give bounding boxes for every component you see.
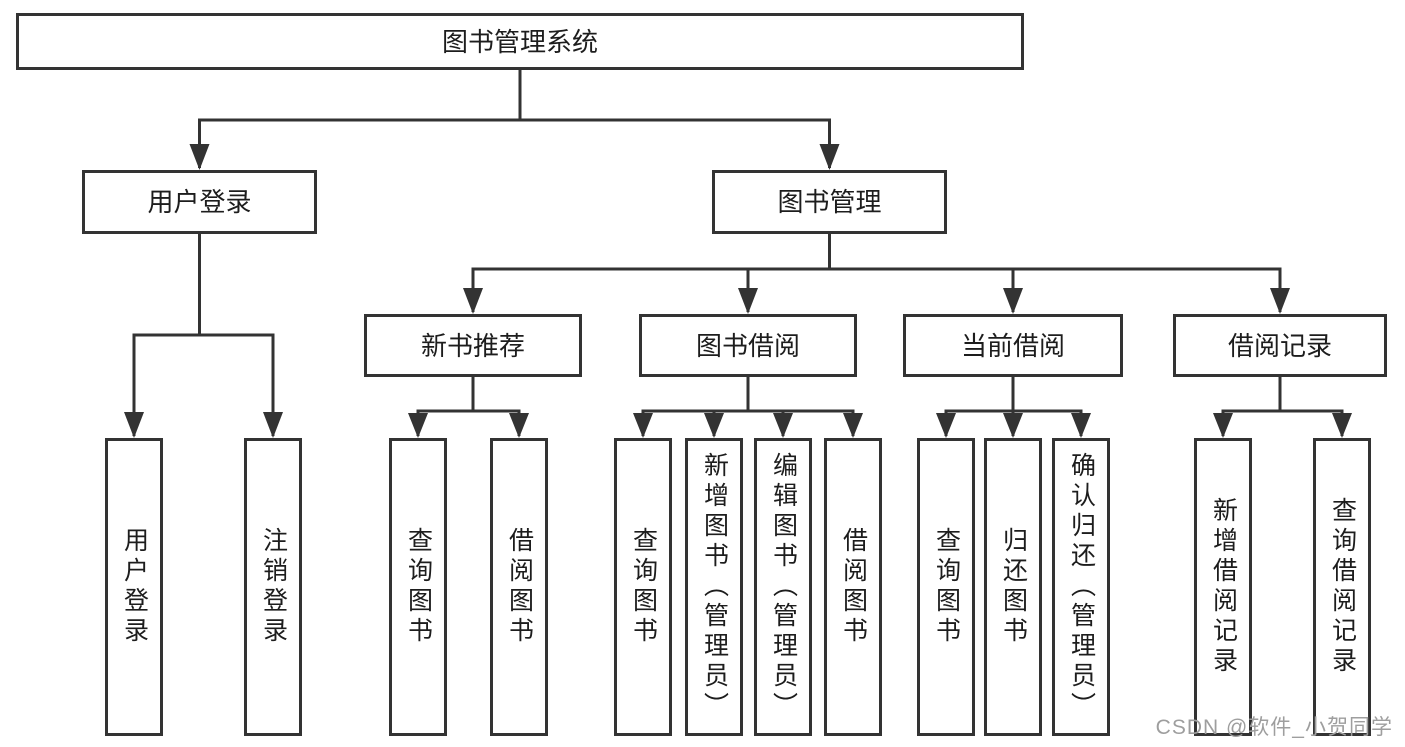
connector-root-to-level2: [189, 70, 840, 170]
leaf-borrow-edit-book-admin: 编辑图书（管理员）: [754, 438, 812, 736]
leaf-recommend-borrow-book: 借阅图书: [490, 438, 548, 736]
connector-current-to-leaves: [936, 377, 1091, 438]
leaf-borrow-query-book: 查询图书: [614, 438, 672, 736]
leaf-records-add-record: 新增借阅记录: [1194, 438, 1252, 736]
connector-records-to-leaves: [1213, 377, 1352, 438]
leaf-current-confirm-return-admin: 确认归还（管理员）: [1052, 438, 1110, 736]
connector-userlogin-to-leaves: [124, 234, 283, 438]
node-new-book-recommend: 新书推荐: [364, 314, 582, 377]
connector-recommend-to-leaves: [408, 377, 529, 438]
leaf-borrow-borrow-book: 借阅图书: [824, 438, 882, 736]
leaf-records-query-record: 查询借阅记录: [1313, 438, 1371, 736]
node-borrow-records: 借阅记录: [1173, 314, 1387, 377]
leaf-current-return-book: 归还图书: [984, 438, 1042, 736]
leaf-recommend-query-book: 查询图书: [389, 438, 447, 736]
node-user-login: 用户登录: [82, 170, 317, 234]
node-book-management: 图书管理: [712, 170, 947, 234]
node-current-borrow: 当前借阅: [903, 314, 1123, 377]
node-book-borrow: 图书借阅: [639, 314, 857, 377]
csdn-watermark: CSDN @软件_小贺同学: [1155, 716, 1393, 739]
leaf-borrow-add-book-admin: 新增图书（管理员）: [685, 438, 743, 736]
leaf-user-login: 用户登录: [105, 438, 163, 736]
leaf-logout: 注销登录: [244, 438, 302, 736]
connector-borrow-to-leaves: [633, 377, 863, 438]
leaf-current-query-book: 查询图书: [917, 438, 975, 736]
connector-bookmgmt-to-level3: [463, 234, 1290, 314]
node-root: 图书管理系统: [16, 13, 1024, 70]
